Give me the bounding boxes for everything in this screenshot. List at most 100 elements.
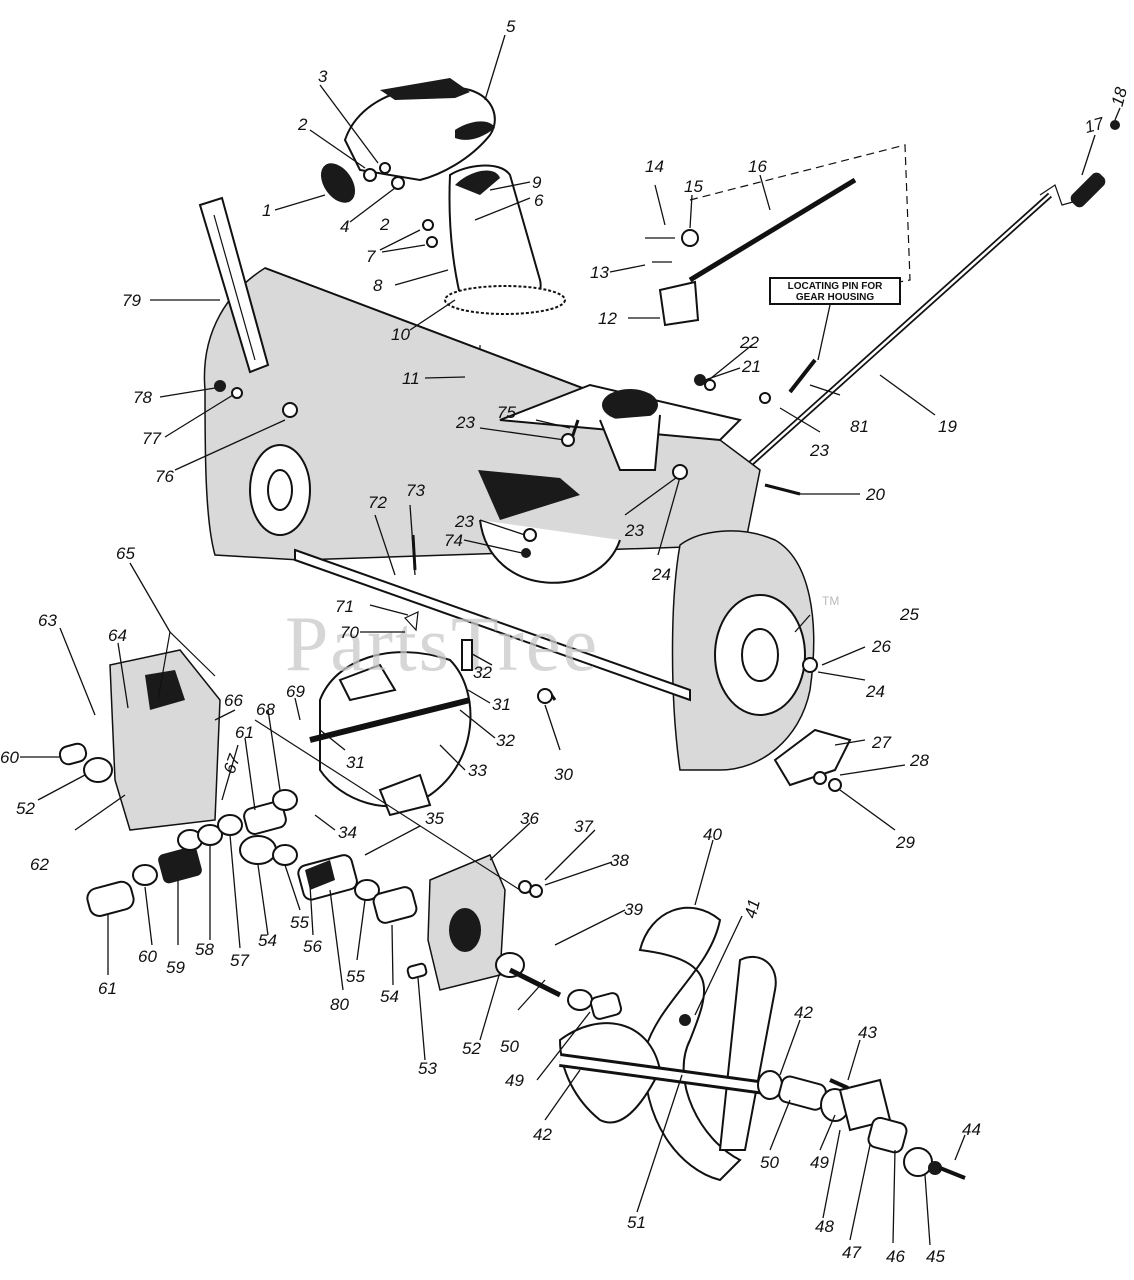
part-label-51: 51 xyxy=(627,1213,646,1232)
part-label-31: 31 xyxy=(346,753,365,772)
part-label-55: 55 xyxy=(290,913,309,932)
part-label-50: 50 xyxy=(500,1037,519,1056)
auger-flighting xyxy=(638,906,742,1182)
part-label-20: 20 xyxy=(865,485,885,504)
locating-pin-callout: LOCATING PIN FOR GEAR HOUSING xyxy=(769,277,901,361)
skid-shoe xyxy=(773,728,852,787)
part-label-3: 3 xyxy=(318,67,328,86)
part-label-72: 72 xyxy=(368,493,387,512)
part-label-53: 53 xyxy=(418,1059,437,1078)
watermark-trademark: TM xyxy=(822,594,839,608)
crank-bracket xyxy=(658,280,700,327)
part-label-59: 59 xyxy=(166,958,185,977)
part-label-65: 65 xyxy=(116,544,135,563)
part-label-23: 23 xyxy=(454,512,474,531)
part-label-30: 30 xyxy=(554,765,573,784)
part-label-8: 8 xyxy=(373,276,383,295)
part-label-24: 24 xyxy=(865,682,885,701)
part-label-4: 4 xyxy=(340,217,349,236)
part-label-81: 81 xyxy=(850,417,869,436)
crank-knob xyxy=(320,163,356,203)
part-label-42: 42 xyxy=(533,1125,552,1144)
part-label-26: 26 xyxy=(871,637,891,656)
part-label-49: 49 xyxy=(505,1071,524,1090)
part-label-25: 25 xyxy=(899,605,919,624)
part-label-18: 18 xyxy=(1108,85,1131,109)
part-label-48: 48 xyxy=(815,1217,834,1236)
part-label-15: 15 xyxy=(684,177,703,196)
part-label-44: 44 xyxy=(962,1120,981,1139)
part-label-42: 42 xyxy=(794,1003,813,1022)
part-label-38: 38 xyxy=(610,851,629,870)
parts-drawing xyxy=(58,78,1120,1182)
callout-line-2: GEAR HOUSING xyxy=(796,292,875,303)
part-label-23: 23 xyxy=(809,441,829,460)
auger-housing xyxy=(203,267,761,561)
part-label-23: 23 xyxy=(624,521,644,540)
part-label-58: 58 xyxy=(195,940,214,959)
leader-lines xyxy=(20,34,1121,1246)
part-label-47: 47 xyxy=(842,1243,861,1262)
part-label-5: 5 xyxy=(506,17,516,36)
part-label-57: 57 xyxy=(230,951,249,970)
part-label-1: 1 xyxy=(262,201,271,220)
part-label-32: 32 xyxy=(473,663,492,682)
scraper-bar xyxy=(294,548,691,702)
part-label-74: 74 xyxy=(444,531,463,550)
part-label-63: 63 xyxy=(38,611,57,630)
part-label-62: 62 xyxy=(30,855,49,874)
part-label-2: 2 xyxy=(297,115,308,134)
part-label-2: 2 xyxy=(379,215,390,234)
part-label-54: 54 xyxy=(380,987,399,1006)
part-label-70: 70 xyxy=(340,623,359,642)
part-label-11: 11 xyxy=(402,369,420,388)
part-label-49: 49 xyxy=(810,1153,829,1172)
part-label-13: 13 xyxy=(590,263,609,282)
part-label-35: 35 xyxy=(425,809,444,828)
part-label-52: 52 xyxy=(462,1039,481,1058)
part-label-41: 41 xyxy=(741,897,764,920)
part-label-21: 21 xyxy=(741,357,761,376)
part-label-79: 79 xyxy=(122,291,141,310)
part-label-61: 61 xyxy=(235,723,254,742)
part-label-37: 37 xyxy=(574,817,593,836)
part-label-60: 60 xyxy=(138,947,157,966)
gear-housing-left xyxy=(109,649,221,831)
part-label-28: 28 xyxy=(909,751,929,770)
part-label-27: 27 xyxy=(871,733,891,752)
part-label-31: 31 xyxy=(492,695,511,714)
part-label-66: 66 xyxy=(224,691,243,710)
part-labels: 1 2 2 3 4 5 6 7 8 9 10 11 12 13 14 15 16… xyxy=(0,17,1131,1266)
part-label-17: 17 xyxy=(1083,114,1107,137)
part-label-73: 73 xyxy=(406,481,425,500)
part-label-60: 60 xyxy=(0,748,19,767)
part-label-23: 23 xyxy=(455,413,475,432)
part-label-61: 61 xyxy=(98,979,117,998)
part-label-64: 64 xyxy=(108,626,127,645)
part-label-9: 9 xyxy=(532,173,542,192)
part-label-52: 52 xyxy=(16,799,35,818)
part-label-22: 22 xyxy=(739,333,759,352)
part-label-75: 75 xyxy=(497,403,516,422)
part-label-43: 43 xyxy=(858,1023,877,1042)
part-label-54: 54 xyxy=(258,931,277,950)
part-label-33: 33 xyxy=(468,761,487,780)
part-label-16: 16 xyxy=(748,157,767,176)
part-label-55: 55 xyxy=(346,967,365,986)
chute-ring-gear xyxy=(444,285,566,315)
part-label-45: 45 xyxy=(926,1247,945,1266)
part-label-77: 77 xyxy=(142,429,161,448)
part-label-56: 56 xyxy=(303,937,322,956)
part-label-68: 68 xyxy=(256,700,275,719)
chute-deflector xyxy=(343,85,496,182)
part-label-69: 69 xyxy=(286,682,305,701)
watermark: PartsTree xyxy=(285,600,599,687)
crank-handle-grip xyxy=(1070,172,1106,208)
part-label-67: 67 xyxy=(220,752,245,777)
part-label-46: 46 xyxy=(886,1247,905,1266)
crank-rod xyxy=(688,177,857,283)
part-label-29: 29 xyxy=(895,833,915,852)
part-label-71: 71 xyxy=(335,597,354,616)
callout-line-1: LOCATING PIN FOR xyxy=(788,281,884,292)
